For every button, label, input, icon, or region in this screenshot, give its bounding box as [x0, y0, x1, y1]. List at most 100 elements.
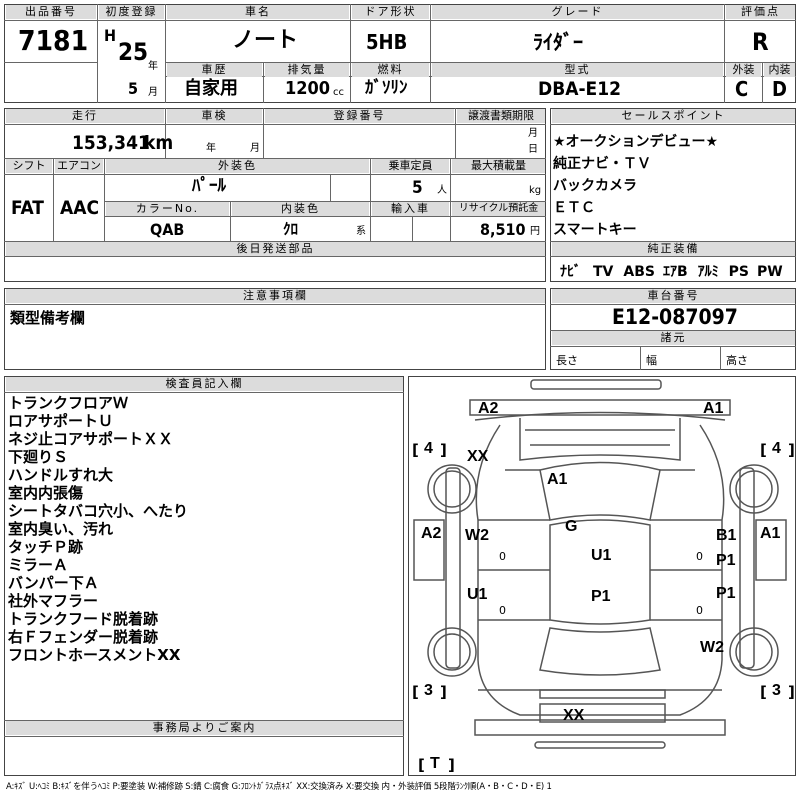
svg-text:]: ] — [440, 683, 447, 701]
equipment-nav: ﾅﾋﾞ — [560, 264, 581, 280]
inspector-note: フロントホースメントXX — [8, 646, 181, 664]
year-unit: 年 — [148, 61, 158, 72]
model-label: 型式 — [432, 63, 723, 77]
ext-grade: C — [735, 77, 749, 101]
shift-label: シフト — [6, 159, 52, 173]
inspector-note: ロアサポートＵ — [8, 412, 114, 430]
zero-mark: 0 — [499, 550, 506, 563]
damage-mark: A1 — [547, 471, 568, 488]
damage-mark: A2 — [478, 400, 499, 417]
inspector-note: 下廻りＳ — [8, 448, 69, 466]
equipment-tv: TV — [593, 264, 614, 280]
dims-height: 高さ — [726, 354, 748, 367]
month-unit: 月 — [148, 87, 158, 98]
inspector-note: バンパー下Ａ — [8, 574, 99, 592]
equipment-abs: ABS — [623, 264, 655, 280]
svg-text:]: ] — [788, 441, 795, 459]
dims-length: 長さ — [556, 354, 578, 367]
deadline-month-unit: 月 — [528, 128, 538, 139]
inspector-note: トランクフード脱着跡 — [8, 610, 159, 628]
grade-label: グレード — [432, 5, 723, 19]
max-load-unit: kg — [529, 185, 542, 196]
damage-mark: A1 — [760, 525, 781, 542]
equipment-airbag: ｴｱB — [662, 264, 688, 280]
inspector-note: 社外マフラー — [8, 592, 99, 610]
svg-text:]: ] — [440, 441, 447, 459]
fuel: ｶﾞｿﾘﾝ — [365, 78, 408, 98]
ext-color-label: 外装色 — [106, 159, 369, 173]
mileage-unit: km — [144, 132, 174, 154]
int-grade: D — [772, 77, 787, 101]
tire-front-right: 4 — [772, 440, 781, 457]
equipment-label: 純正装備 — [552, 242, 795, 256]
inspector-note: ネジ止コアサポートＸＸ — [8, 430, 174, 448]
deadline-label: 譲渡書類期限 — [457, 109, 545, 123]
ac: AAC — [60, 197, 100, 219]
sales-point-1: ★オークションデビュー★ — [553, 134, 719, 150]
recycle-unit: 円 — [530, 226, 540, 237]
int-grade-label: 内装 — [764, 63, 795, 77]
damage-mark: XX — [467, 448, 489, 465]
inspector-note: ミラーＡ — [8, 556, 69, 574]
int-color: ｸﾛ — [283, 220, 299, 238]
mileage-label: 走行 — [6, 109, 164, 123]
shift: FAT — [11, 197, 44, 219]
chassis-label: 車台番号 — [552, 289, 795, 303]
dims-label: 諸元 — [552, 331, 795, 345]
notes-text: 類型備考欄 — [10, 309, 86, 327]
svg-text:[: [ — [760, 441, 767, 459]
inspector-note: ハンドルすれ大 — [8, 466, 114, 484]
chassis-number: E12-087097 — [612, 305, 738, 329]
recycle-label: リサイクル預託金 — [452, 202, 545, 216]
score: R — [752, 28, 769, 56]
insp-month-unit: 月 — [250, 143, 260, 154]
inspector-note: シートタバコ穴小、へたり — [8, 502, 189, 520]
first-reg-label: 初度登録 — [99, 5, 164, 19]
legend: A:ｷｽﾞ U:ﾍｺﾐ B:ｷｽﾞを伴うﾍｺﾐ P:要塗装 W:補修跡 S:錆 … — [6, 782, 552, 792]
color-no: QAB — [150, 220, 185, 239]
zero-mark: 0 — [696, 604, 703, 617]
color-no-label: カラーNo. — [106, 202, 229, 216]
ac-label: エアコン — [55, 159, 103, 173]
deadline-day-unit: 日 — [528, 144, 538, 155]
svg-text:[: [ — [418, 756, 425, 774]
score-label: 評価点 — [726, 5, 795, 19]
door-label: ドア形状 — [352, 5, 429, 19]
car-name: ノート — [232, 28, 299, 53]
spare-tire: T — [430, 755, 440, 772]
era: H — [104, 26, 117, 45]
notes-label: 注意事項欄 — [6, 289, 545, 303]
zero-mark: 0 — [499, 604, 506, 617]
inspector-notes: トランクフロアＷ ロアサポートＵ ネジ止コアサポートＸＸ 下廻りＳ ハンドルすれ… — [8, 394, 188, 664]
office-label: 事務局よりご案内 — [6, 721, 403, 735]
mileage: 153,341 — [72, 132, 150, 154]
equipment-ps: PS — [728, 264, 749, 280]
equipment-pw: PW — [757, 264, 783, 280]
svg-text:[: [ — [412, 441, 419, 459]
int-color-label: 内装色 — [232, 202, 369, 216]
door-type: 5HB — [366, 30, 408, 54]
int-color-unit: 系 — [356, 226, 366, 237]
svg-text:]: ] — [448, 756, 455, 774]
sales-point-4: ＥＴＣ — [553, 200, 595, 216]
svg-text:[: [ — [412, 683, 419, 701]
svg-text:]: ] — [788, 683, 795, 701]
svg-text:[: [ — [760, 683, 767, 701]
sales-label: セールスポイント — [552, 109, 795, 123]
damage-mark: P1 — [716, 585, 736, 602]
history-label: 車歴 — [167, 63, 262, 77]
damage-mark: B1 — [716, 527, 737, 544]
capacity-label: 乗車定員 — [372, 159, 449, 173]
inspector-note: 室内内張傷 — [8, 484, 84, 502]
reg-year: 25 — [118, 38, 149, 66]
damage-mark: U1 — [591, 547, 612, 564]
car-diagram-panel — [408, 376, 796, 776]
displacement-label: 排気量 — [265, 63, 349, 77]
zero-mark: 0 — [696, 550, 703, 563]
recycle: 8,510 — [480, 220, 526, 239]
inspector-label: 検査員記入欄 — [6, 377, 403, 391]
car-name-label: 車名 — [167, 5, 349, 19]
fuel-label: 燃料 — [352, 63, 429, 77]
reg-month: 5 — [128, 79, 139, 98]
